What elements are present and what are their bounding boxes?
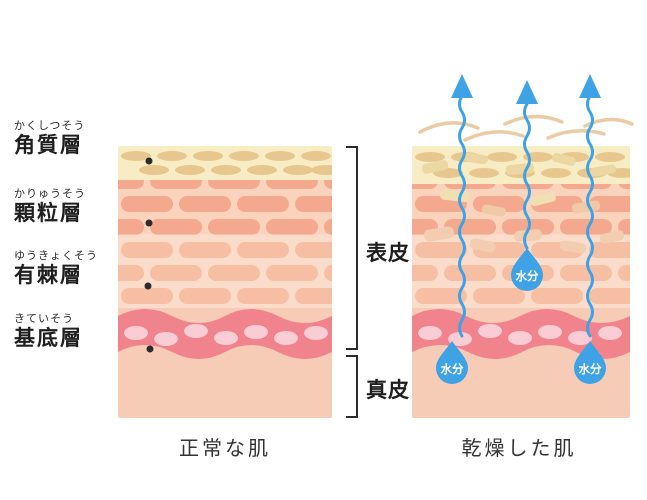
corneum-cells (121, 151, 332, 175)
epidermis-bracket (346, 146, 358, 350)
water-droplet-icon (574, 341, 606, 384)
layer-name: 顆粒層 (14, 201, 83, 226)
water-droplet-icon (511, 248, 543, 291)
water-droplet-icon (436, 341, 468, 384)
caption-dry-skin: 乾燥した肌 (461, 436, 577, 460)
layer-ruby: きていそう (14, 312, 74, 325)
corneum-dot (145, 157, 153, 165)
dermis-label: 真皮 (366, 378, 410, 402)
peeling-flake-arcs (418, 114, 634, 142)
layer-ruby: かくしつそう (14, 119, 86, 132)
caption-normal-skin: 正常な肌 (179, 436, 271, 460)
basal-cells-dry (418, 324, 622, 346)
region-brackets (346, 146, 358, 418)
moisture-arrow-icon (586, 94, 594, 338)
layer-name: 基底層 (14, 326, 83, 351)
moisture-arrow-icon (458, 94, 466, 338)
moisture-escape-arrows (458, 94, 594, 338)
layer-label-spinous: ゆうきょくそう 有棘層 (14, 249, 98, 288)
granular-dot (145, 219, 153, 227)
arrowhead-up-icon (579, 74, 601, 98)
droplet-label: 水分 (441, 362, 464, 376)
dermis-bracket (346, 355, 358, 418)
normal-skin-illustration (118, 146, 332, 418)
moisture-arrowheads (451, 74, 601, 104)
granular-layer (118, 180, 332, 234)
spinous-layer (118, 234, 332, 308)
epidermis-label: 表皮 (366, 241, 410, 265)
arrowhead-up-icon (516, 80, 538, 104)
droplet-label: 水分 (516, 269, 539, 283)
layer-pointer-dots (144, 157, 154, 353)
moisture-arrow-icon (523, 102, 531, 250)
layer-label-corneum: かくしつそう 角質層 (14, 119, 86, 158)
basal-dot (146, 345, 154, 353)
basal-cells (124, 324, 328, 346)
layer-ruby: かりゅうそう (14, 187, 86, 200)
layer-name: 角質層 (14, 133, 83, 158)
arrowhead-up-icon (451, 74, 473, 98)
droplet-label: 水分 (579, 362, 602, 376)
layer-label-granular: かりゅうそう 顆粒層 (14, 187, 86, 226)
dry-skin-illustration (412, 146, 630, 418)
water-droplets: 水分 水分 水分 (436, 248, 606, 384)
layer-name: 有棘層 (14, 263, 83, 288)
layer-label-basal: きていそう 基底層 (14, 312, 83, 351)
spinous-dot (144, 282, 152, 290)
layer-ruby: ゆうきょくそう (14, 249, 98, 262)
